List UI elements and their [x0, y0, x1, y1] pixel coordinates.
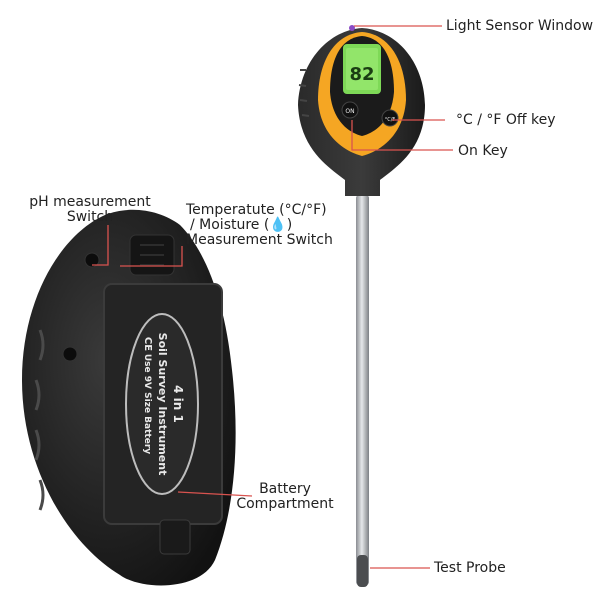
label-temp-switch-line2: / Moisture (💧): [190, 217, 293, 233]
label-battery-compartment: Battery Compartment: [230, 482, 340, 512]
leader-battery: [177, 491, 253, 497]
label-test-probe: Test Probe: [434, 560, 506, 576]
on-button-label: ON: [345, 108, 354, 115]
label-on-key: On Key: [458, 143, 508, 159]
device-text-line3: Use 9V Size Battery: [142, 354, 152, 454]
ph-switch: [84, 252, 100, 268]
label-temp-moisture-switch: Temperatute (°C/°F) / Moisture (💧) Measu…: [186, 203, 333, 248]
cf-off-button: [381, 109, 399, 127]
on-button: [341, 101, 359, 119]
test-probe-rod: [356, 195, 369, 585]
probe-tip: [357, 555, 368, 587]
label-temp-switch-line3: Measurement Switch: [186, 232, 333, 248]
lcd-reading: 82: [349, 64, 374, 85]
cf-button-label: °C/F: [385, 117, 396, 123]
label-temp-switch-line1: Temperatute (°C/°F): [186, 202, 327, 218]
label-light-sensor: Light Sensor Window: [446, 18, 594, 34]
label-plate: [125, 313, 199, 495]
device-text-line1: 4 in 1: [171, 385, 185, 423]
leader-ph-switch: [92, 225, 109, 266]
leader-temp-switch: [120, 246, 183, 267]
device-text-line2: Soil Survey Instrument: [156, 333, 169, 476]
label-ph-switch-line2: Switch: [66, 209, 114, 225]
label-ph-switch: pH measurement Switch: [20, 195, 160, 225]
label-temp-off-key: °C / °F Off key: [456, 112, 556, 128]
label-battery-line1: Battery: [259, 481, 311, 497]
light-sensor-window: [349, 25, 355, 31]
label-ph-switch-line1: pH measurement: [29, 194, 151, 210]
battery-latch: [159, 519, 191, 555]
label-battery-line2: Compartment: [236, 496, 334, 512]
ce-mark: CE: [142, 337, 153, 351]
leader-on-key: [351, 120, 453, 151]
leader-lines: [92, 25, 453, 569]
